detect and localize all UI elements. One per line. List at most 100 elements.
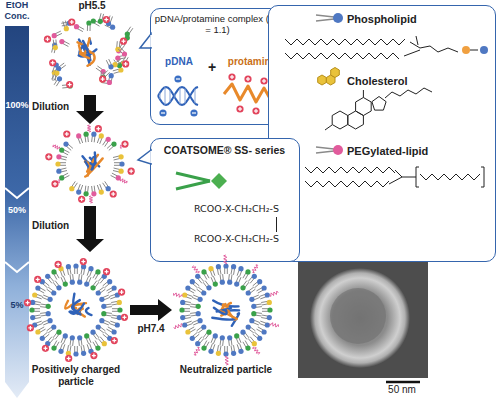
lipid-head [30, 315, 35, 320]
node-text: pDNA [157, 56, 201, 68]
lipid-head [216, 351, 221, 356]
lipid-head [52, 33, 57, 38]
charge-symbol [47, 37, 48, 41]
lipid-head [84, 191, 89, 196]
lipid-head [53, 45, 58, 50]
lipid-head [73, 351, 78, 356]
dna-rung [194, 88, 195, 103]
charge-symbol [228, 73, 235, 80]
charge-symbol [55, 261, 62, 268]
choline-group [480, 46, 488, 54]
chemical-bond [285, 39, 405, 45]
peg-chain [270, 323, 279, 327]
charge-symbol [66, 132, 67, 136]
charge-symbol [122, 60, 129, 67]
lipid-head [59, 39, 64, 44]
lipid-head [106, 137, 111, 142]
lipid-head [76, 133, 81, 138]
lipid-head [257, 336, 262, 341]
lipid-head [63, 142, 68, 147]
charge-symbol [98, 127, 99, 131]
dna-complex [86, 308, 91, 315]
node-text: + [204, 59, 220, 76]
callout-tail [140, 34, 151, 48]
charge-symbol [190, 109, 197, 116]
lipid-head [35, 329, 40, 334]
lipid-head [77, 335, 82, 340]
lipid-head [195, 274, 200, 279]
dna-strand [158, 87, 198, 105]
peg-chain [225, 356, 228, 365]
lipid-head [109, 73, 114, 78]
lipid-head [117, 300, 122, 305]
phosphate-group [462, 46, 470, 54]
callout-tail [150, 35, 153, 47]
chemical-bond [389, 170, 402, 184]
callout-tail [150, 151, 153, 163]
lipid-head [122, 51, 127, 56]
charge-symbol [260, 77, 267, 84]
node-graphic [298, 262, 428, 398]
lipid-head [101, 304, 106, 309]
charge-symbol [95, 125, 102, 132]
node-text: pH5.5 [70, 0, 114, 12]
dna-complex [214, 308, 227, 314]
chemical-bond [305, 167, 395, 173]
lipid-head [51, 324, 56, 329]
lipid-head [190, 336, 195, 341]
dna-rung [184, 88, 185, 103]
chemical-bond [420, 174, 480, 180]
charge-symbol [68, 356, 69, 360]
lipid-head [249, 297, 254, 302]
lipid-head [45, 274, 50, 279]
dna-complex [90, 153, 95, 165]
charge-symbol [247, 77, 248, 81]
charge-symbol [124, 315, 125, 319]
lipid-head [108, 64, 113, 69]
lipid-head [119, 161, 124, 166]
charge-symbol [37, 277, 38, 281]
lipid-head [196, 304, 201, 309]
lipid-head [107, 279, 112, 284]
lipid-head [95, 269, 100, 274]
charge-symbol [27, 301, 28, 305]
lipid-head [182, 322, 187, 327]
node-graphic [268, 5, 496, 262]
bracket [416, 167, 419, 187]
charge-symbol [34, 276, 41, 283]
particle-core [330, 288, 386, 344]
lipid-head [56, 285, 61, 290]
charge-symbol [102, 77, 103, 81]
chemical-bond [404, 50, 420, 56]
charge-symbol [49, 59, 56, 66]
charge-symbol [63, 130, 70, 137]
charge-symbol [42, 345, 49, 352]
lipid-head [249, 318, 254, 323]
lipid-head [99, 133, 104, 138]
lipid-head [267, 307, 272, 312]
lipid-head [56, 154, 61, 159]
lipid-head [185, 285, 190, 290]
lipid-head [84, 132, 89, 137]
peg-chain [192, 266, 199, 274]
peg-chain [89, 196, 92, 203]
ring-structure [317, 75, 326, 85]
lipid-tail-icon [176, 173, 210, 181]
charge-symbol [68, 18, 75, 25]
lipid-head [63, 333, 68, 338]
dilution-arrow [76, 95, 104, 124]
charge-symbol [244, 75, 251, 82]
charge-symbol [80, 258, 87, 265]
lipid-head [198, 318, 203, 323]
chemical-bond [362, 90, 363, 98]
charge-symbol [120, 38, 127, 45]
lipid-head [196, 311, 201, 316]
lipid-head [201, 324, 206, 329]
lipid-head [112, 285, 117, 290]
chemical-bond [305, 181, 389, 187]
node-text: Cholesterol [347, 75, 492, 88]
bracket [481, 167, 484, 187]
lipid-head [84, 333, 89, 338]
tem-image: 50 nm [298, 262, 428, 398]
lipid-head [265, 322, 270, 327]
